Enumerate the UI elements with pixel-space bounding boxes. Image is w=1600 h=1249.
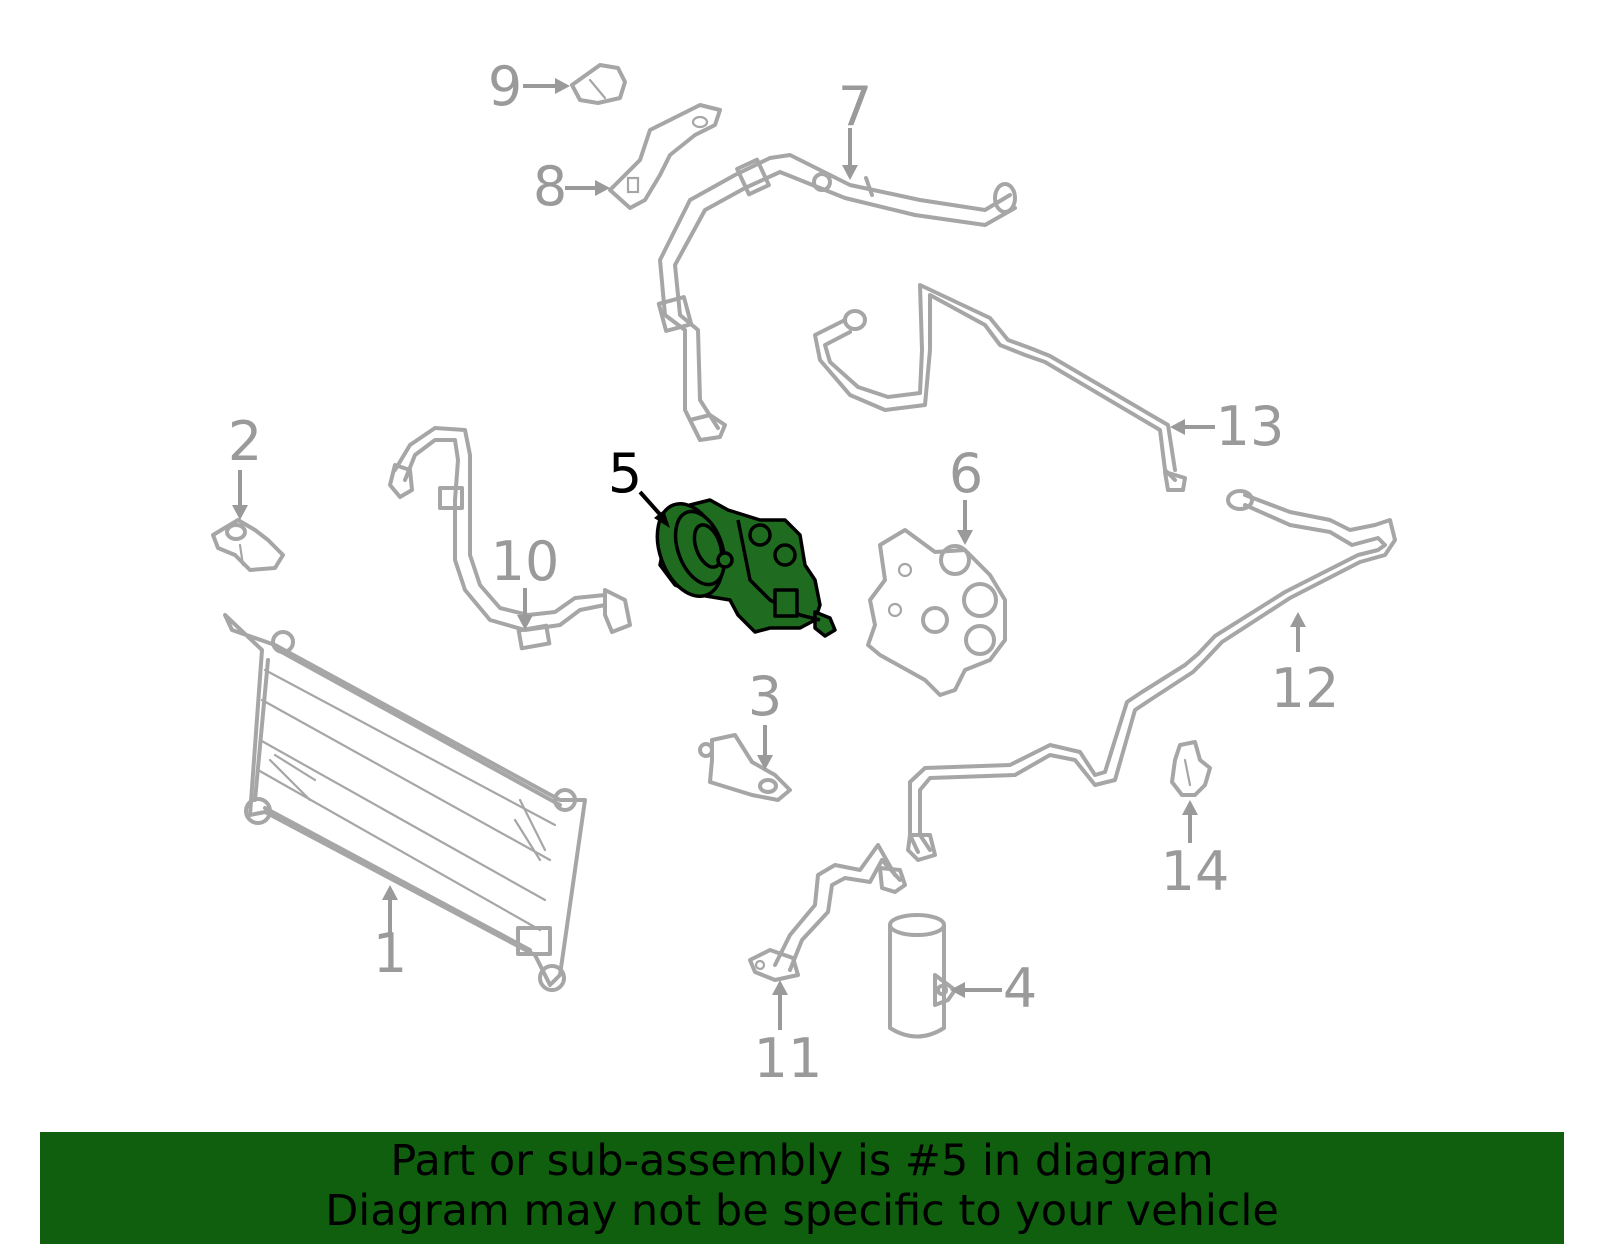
callout-7[interactable]: 7 [838, 75, 872, 138]
part-8-bracket[interactable] [608, 103, 722, 210]
callout-labels: 1 2 3 4 5 6 7 8 9 10 11 12 13 14 [228, 55, 1340, 1090]
part-14-clip[interactable] [1170, 740, 1212, 797]
part-13-tube[interactable] [813, 283, 1187, 492]
part-7-hose[interactable] [656, 153, 1017, 442]
part-9-clip[interactable] [570, 63, 627, 105]
callout-5[interactable]: 5 [608, 442, 642, 505]
callout-8[interactable]: 8 [533, 155, 567, 218]
part-10-hose[interactable] [388, 426, 632, 651]
part-3-bracket[interactable] [698, 733, 792, 802]
banner-line-1: Part or sub-assembly is #5 in diagram [390, 1136, 1214, 1186]
banner-line-2: Diagram may not be specific to your vehi… [325, 1186, 1279, 1236]
part-1-condenser[interactable] [223, 613, 587, 992]
callout-2[interactable]: 2 [228, 410, 262, 473]
callout-14[interactable]: 14 [1161, 840, 1230, 903]
callout-9[interactable]: 9 [488, 55, 522, 118]
callout-1[interactable]: 1 [373, 922, 407, 985]
callout-10[interactable]: 10 [491, 530, 560, 593]
callout-3[interactable]: 3 [748, 665, 782, 728]
callout-12[interactable]: 12 [1271, 657, 1340, 720]
leader-lines [232, 78, 1306, 1030]
part-11-tube[interactable] [748, 843, 907, 982]
info-banner: Part or sub-assembly is #5 in diagram Di… [40, 1132, 1564, 1244]
part-12-tube[interactable] [906, 489, 1397, 862]
part-4-drier[interactable] [888, 913, 957, 1039]
callout-4[interactable]: 4 [1003, 957, 1037, 1020]
part-5-compressor-highlighted[interactable] [645, 495, 837, 638]
parts-diagram: 1 2 3 4 5 6 7 8 9 10 11 12 13 14 [211, 55, 1397, 1090]
part-2-bracket[interactable] [211, 518, 285, 572]
callout-13[interactable]: 13 [1216, 395, 1285, 458]
callout-6[interactable]: 6 [949, 442, 983, 505]
callout-11[interactable]: 11 [754, 1027, 823, 1090]
part-6-compressor-bracket[interactable] [866, 528, 1007, 697]
